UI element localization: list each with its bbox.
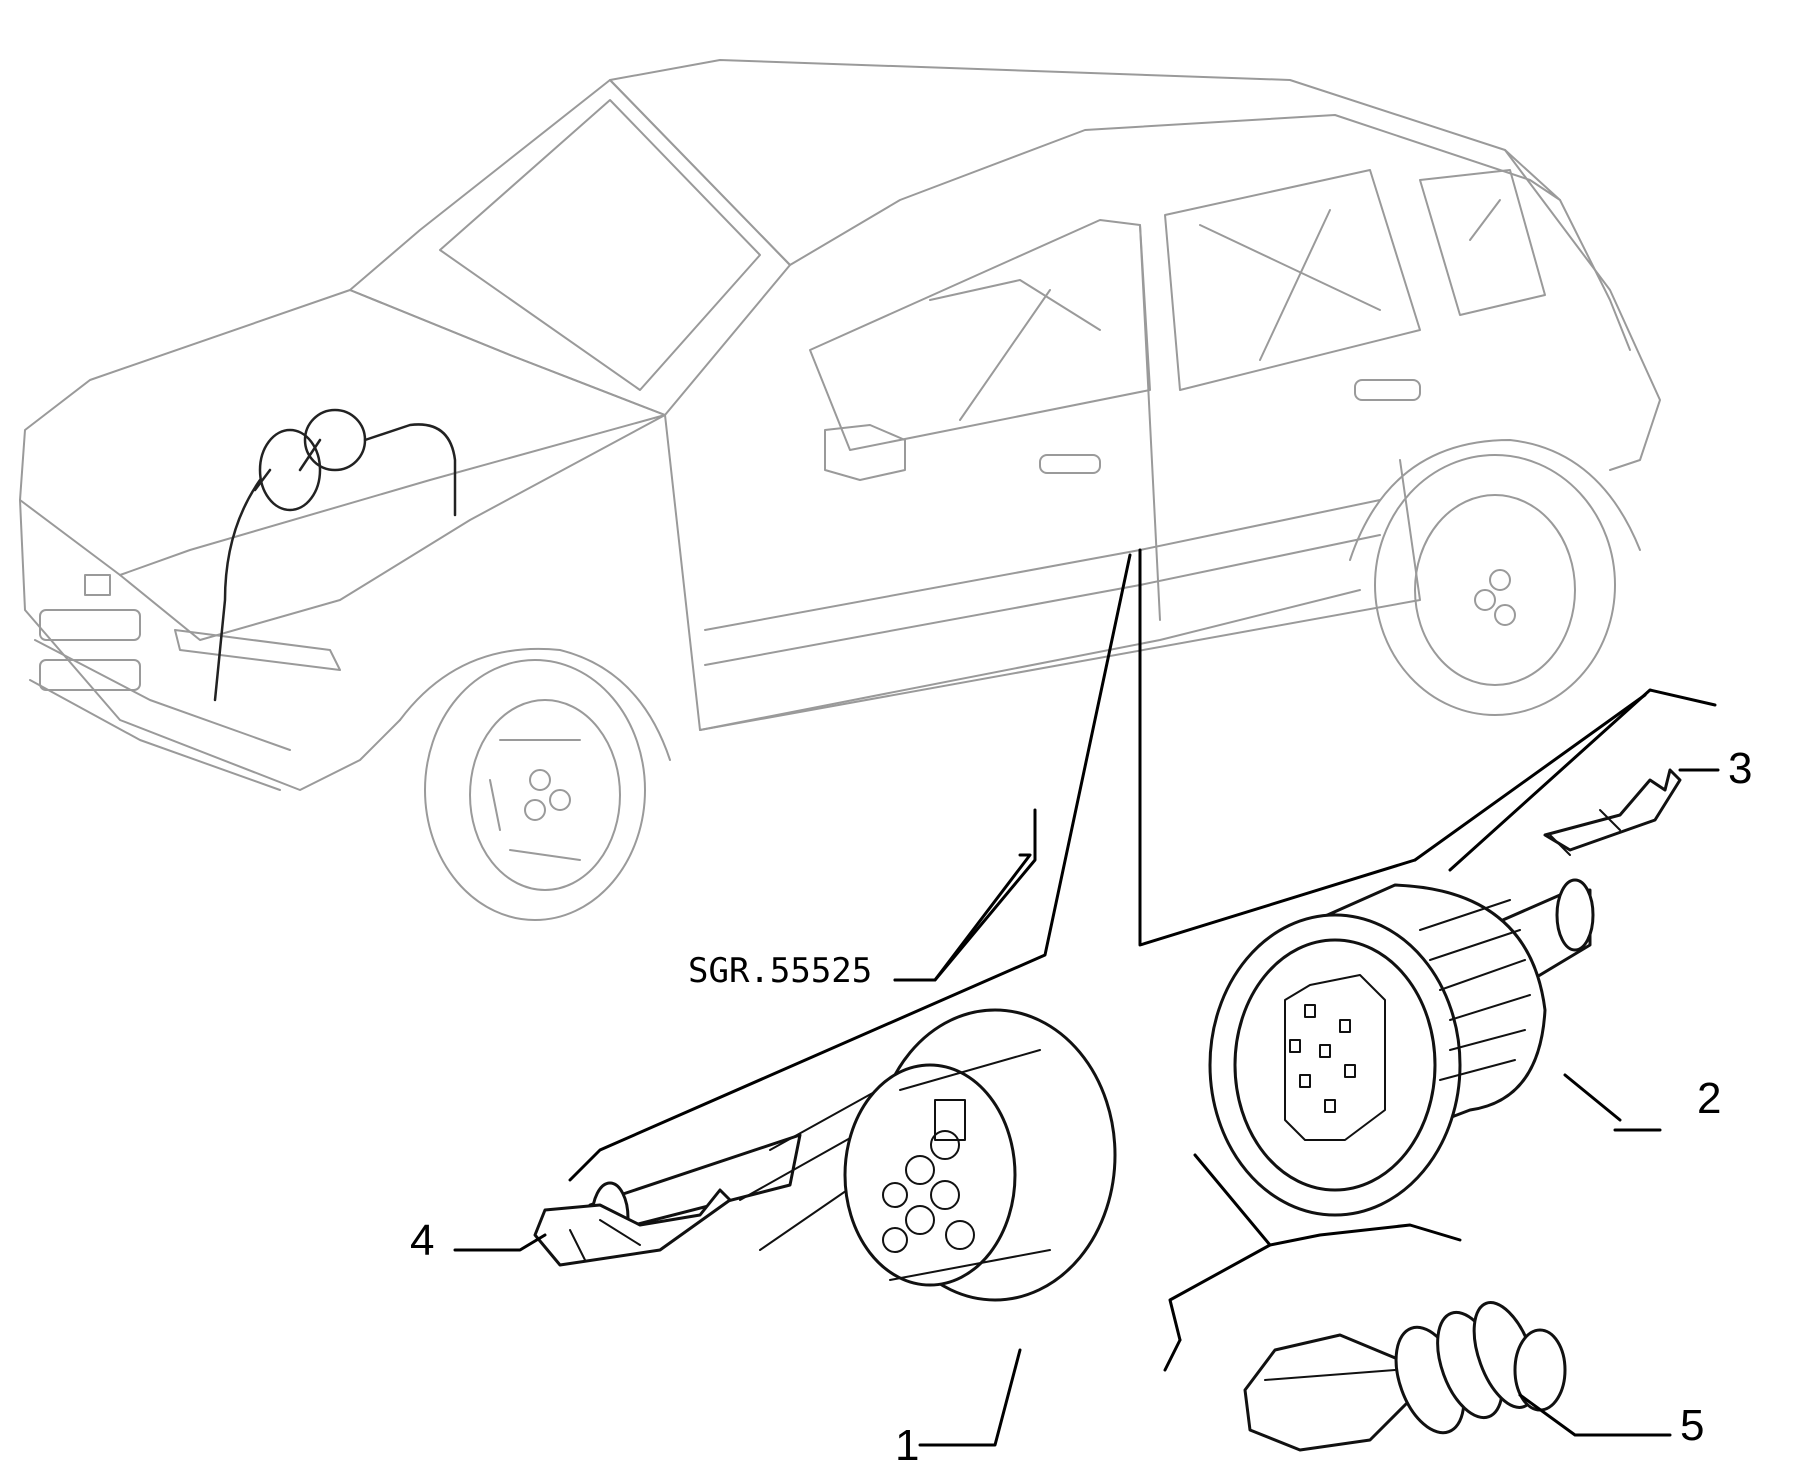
callout-4: 4 <box>410 1216 434 1265</box>
reference-code-label: SGR.55525 <box>688 951 872 991</box>
callout-1: 1 <box>895 1421 919 1463</box>
leader-lines <box>453 548 1720 1447</box>
callout-3: 3 <box>1728 744 1752 793</box>
part-3-female-terminal <box>1543 768 1682 856</box>
callout-2: 2 <box>1697 1074 1721 1123</box>
callout-5: 5 <box>1680 1401 1704 1450</box>
part-2-round-connector <box>1208 878 1595 1217</box>
part-4-male-pin-terminal <box>533 1188 732 1267</box>
car-illustration <box>19 59 1661 921</box>
part-5-grommet-seal <box>1243 1301 1567 1452</box>
part-1-multipin-connector <box>588 1008 1117 1302</box>
